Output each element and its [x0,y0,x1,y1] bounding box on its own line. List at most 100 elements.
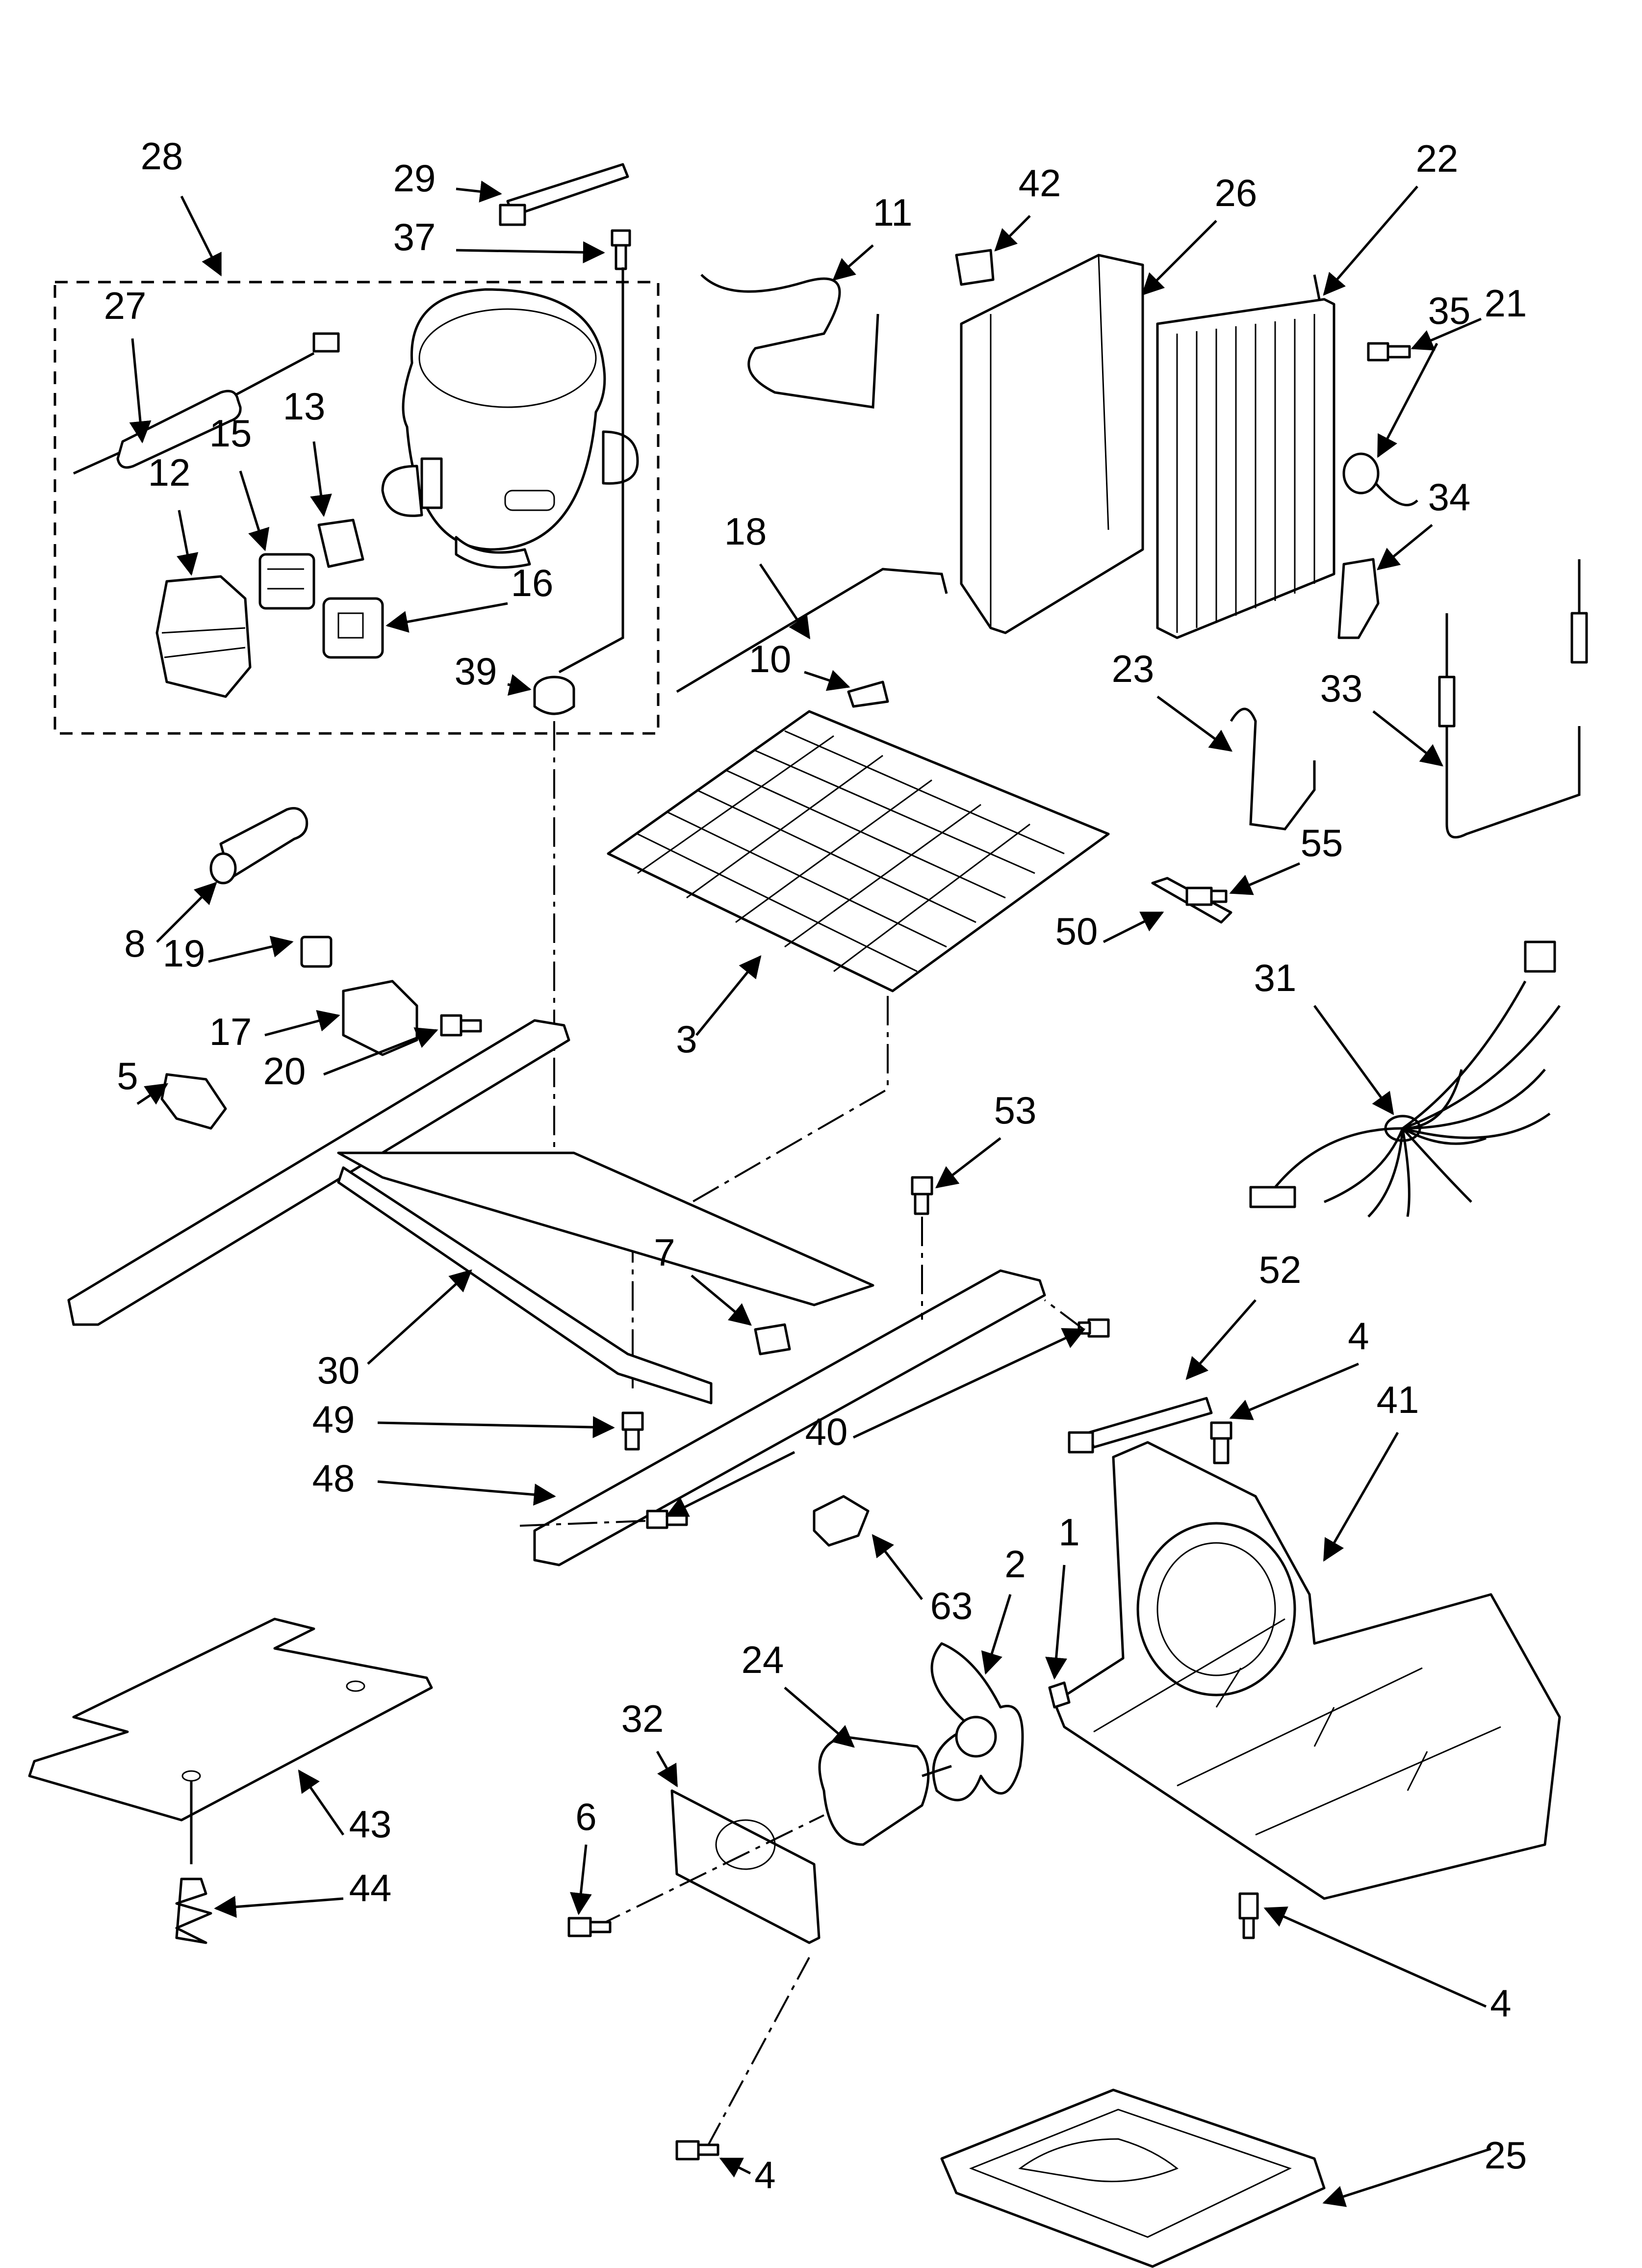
leader-arrow [719,2157,751,2178]
screw-53 [911,1176,933,1215]
callout-label: 19 [163,932,205,975]
clip-7 [754,1323,791,1356]
leader-arrow [377,1416,615,1438]
leader-arrow [1411,317,1482,351]
leader-arrow [208,936,294,963]
leader-arrow [759,563,811,640]
tube-11 [700,274,879,409]
callout-label: 1 [1058,1511,1079,1554]
leader-arrow [180,195,222,277]
callout-label: 16 [511,561,554,604]
evaporator-3 [607,710,1110,992]
leader-arrow [935,1137,1001,1189]
clip-10 [847,680,889,708]
leader-arrow [214,1896,344,1918]
screw-4-top [1210,1421,1232,1464]
assembly-line-bracket [705,1957,810,2149]
callout-label: 24 [742,1638,784,1681]
filter-drier [73,332,340,475]
overload-16 [322,597,384,659]
fan-motor-24 [818,1735,952,1846]
leader-arrow [1322,2147,1491,2207]
frame-30 [67,1019,874,1405]
screw-21 [1367,342,1411,362]
leader-arrow [298,1769,345,1836]
start-device-12 [155,575,252,698]
leader-arrow [1045,1564,1067,1680]
callout-label: 48 [312,1457,355,1500]
callout-label: 17 [209,1010,252,1053]
callout-label: 30 [317,1349,360,1392]
condenser-22 [1156,274,1335,639]
grommet-39 [533,676,575,715]
leader-arrow [872,1534,923,1600]
callout-label: 5 [117,1054,138,1097]
leader-arrow [129,338,152,443]
callout-label: 41 [1377,1378,1419,1421]
callout-label: 27 [104,284,147,327]
callout-label: 37 [393,215,436,259]
leader-arrow [377,1480,556,1506]
callout-label: 3 [676,1017,697,1061]
callout-label: 10 [749,637,792,680]
screw-20 [440,1014,482,1037]
callout-label: 49 [312,1398,355,1441]
callout-label: 6 [575,1795,596,1838]
leader-arrow [981,1594,1012,1675]
callout-label: 22 [1416,137,1459,180]
callout-label: 29 [393,156,436,200]
fan-blade-2 [930,1642,1024,1801]
screw-4-bottom [675,2140,719,2161]
callout-label: 42 [1019,161,1061,205]
drain-shroud-26 [960,254,1144,634]
leader-arrow [1185,1299,1257,1380]
leader-arrow [1323,185,1418,296]
leader-arrow [1229,1362,1359,1420]
callout-label: 35 [1428,289,1471,332]
part-17 [342,980,418,1056]
clip-42 [955,249,995,286]
callout-label: 40 [805,1410,848,1453]
assembly-line-motor [593,1814,824,1929]
cable-tie-52 [1068,1397,1213,1454]
wire-harness-31 [1249,940,1561,1218]
callout-label: 44 [349,1866,392,1909]
spring-44 [175,1877,212,1944]
screw-4-right [1238,1892,1259,1939]
callout-label: 2 [1004,1542,1026,1586]
callout-label: 21 [1485,282,1527,325]
leader-arrow [784,1687,855,1748]
leader-arrow [456,241,605,263]
callout-label: 34 [1428,475,1471,519]
callout-label: 12 [148,451,191,494]
assembly-line-48 [519,1520,648,1527]
leader-arrow [1141,220,1217,296]
drain-pan-25 [940,2088,1326,2268]
leader-arrow [852,1328,1086,1439]
leader-arrow [507,674,532,696]
callout-label: 7 [654,1231,675,1274]
leader-arrow [264,1010,340,1037]
callout-label: 8 [124,922,145,965]
callout-label: 39 [455,650,497,693]
tubing-33 [1438,559,1588,839]
callout-label: 53 [994,1089,1037,1132]
leader-arrow [177,510,199,576]
motor-bracket-32 [670,1789,821,1944]
leader-arrow [239,470,270,551]
leader-arrow [1229,862,1300,895]
compressor [381,288,639,569]
screw-40-left [646,1510,688,1529]
leader-arrow [1372,710,1443,767]
relay-15 [258,553,315,610]
leader-arrow [656,1750,678,1788]
leader-arrow [804,670,850,691]
leader-arrow [1263,1906,1487,2008]
insulator-8 [209,807,308,885]
callout-label: 13 [283,385,326,428]
callout-label: 20 [263,1049,306,1093]
leader-arrow [456,181,502,203]
leader-arrow [1156,695,1233,752]
leader-arrow [1103,911,1164,943]
